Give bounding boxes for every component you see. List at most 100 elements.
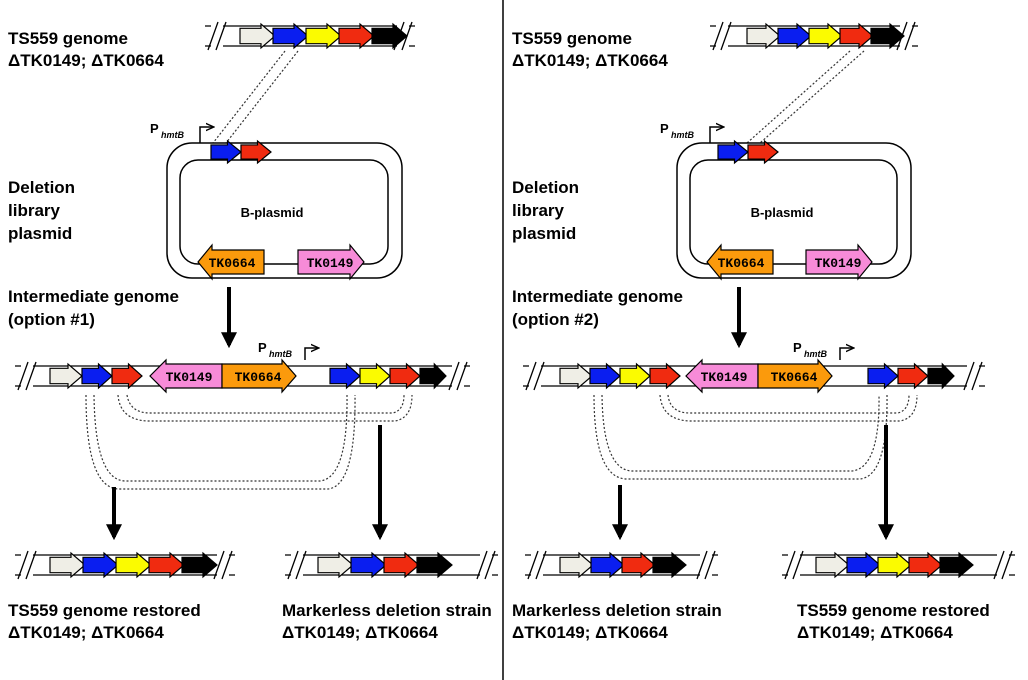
break-gap xyxy=(480,551,492,579)
intermediate-gene-tk0149-label: TK0149 xyxy=(701,370,748,385)
black-gene-arrow xyxy=(181,551,218,579)
right-genome-subtitle: ΔTK0149; ΔTK0664 xyxy=(512,51,668,70)
break-gap xyxy=(531,551,543,579)
crossover-loop-inner xyxy=(659,394,918,422)
break-mark xyxy=(712,21,724,51)
result-b-subtitle: ΔTK0149; ΔTK0664 xyxy=(797,623,953,642)
white-gene-arrow xyxy=(746,22,781,50)
plasmid-inner-ring xyxy=(179,159,389,265)
crossover-loop-outer xyxy=(593,394,888,480)
break-mark xyxy=(696,550,708,580)
white-gene-arrow xyxy=(49,551,86,579)
red-gene-arrow xyxy=(897,362,929,390)
break-gap xyxy=(217,551,229,579)
intermediate-promoter-label: P xyxy=(793,340,802,355)
left-result-b-chromosome xyxy=(285,550,498,580)
red-gene-arrow xyxy=(747,139,779,165)
blue-gene-arrow xyxy=(590,551,625,579)
red-gene-arrow xyxy=(839,22,874,50)
left-genome-subtitle: ΔTK0149; ΔTK0664 xyxy=(8,51,164,70)
black-gene-arrow xyxy=(371,22,408,50)
break-mark xyxy=(295,550,307,580)
deletion-line-1: Deletion xyxy=(8,178,75,197)
break-gap xyxy=(291,551,303,579)
crossover-loop-outer xyxy=(601,394,880,472)
break-mark xyxy=(792,550,804,580)
red-gene-arrow xyxy=(240,139,272,165)
break-gap xyxy=(788,551,800,579)
black-gene-arrow xyxy=(939,551,974,579)
blue-gene-arrow xyxy=(717,139,749,165)
intermediate-gene-tk0664-label: TK0664 xyxy=(235,370,282,385)
break-gap xyxy=(716,22,728,50)
break-gap xyxy=(997,551,1009,579)
promoter-subscript: hmtB xyxy=(671,130,694,140)
plasmid-gene-tk0664-label: TK0664 xyxy=(718,256,765,271)
right-genome-title: TS559 genome xyxy=(512,29,632,48)
break-gap xyxy=(21,362,33,390)
plasmid-gene-tk0664-label: TK0664 xyxy=(209,256,256,271)
yellow-gene-arrow xyxy=(359,362,391,390)
break-mark xyxy=(484,550,496,580)
promoter-subscript: hmtB xyxy=(161,130,184,140)
crossover-loop-outer xyxy=(93,394,348,482)
white-gene-arrow xyxy=(239,22,276,50)
blue-gene-arrow xyxy=(589,362,621,390)
break-gap xyxy=(529,362,541,390)
break-mark xyxy=(525,361,537,391)
result-a-subtitle: ΔTK0149; ΔTK0664 xyxy=(512,623,668,642)
left-result-a-chromosome xyxy=(15,550,235,580)
promoter-label: P xyxy=(150,121,159,136)
break-mark xyxy=(213,550,225,580)
red-gene-arrow xyxy=(148,551,185,579)
crossover-loop-inner xyxy=(667,394,910,414)
left-intermediate-chromosome: TK0149 TK0664 xyxy=(15,358,470,394)
intermediate-title: Intermediate genome xyxy=(8,287,179,306)
blue-gene-arrow xyxy=(210,139,242,165)
result-b-subtitle: ΔTK0149; ΔTK0664 xyxy=(282,623,438,642)
crossover-loop-outer xyxy=(85,394,356,490)
intermediate-gene-tk0149-label: TK0149 xyxy=(166,370,213,385)
break-mark xyxy=(535,550,547,580)
deletion-line-3: plasmid xyxy=(512,224,576,243)
left-genome-title: TS559 genome xyxy=(8,29,128,48)
intermediate-promoter-label: P xyxy=(258,340,267,355)
plasmid-inner-ring xyxy=(689,159,898,265)
red-gene-arrow xyxy=(383,551,420,579)
break-mark xyxy=(533,361,545,391)
blue-gene-arrow xyxy=(272,22,309,50)
white-gene-arrow xyxy=(49,362,83,390)
red-gene-arrow xyxy=(111,362,143,390)
break-mark xyxy=(25,550,37,580)
break-mark xyxy=(476,550,488,580)
break-mark xyxy=(287,550,299,580)
crossover-dotted-line xyxy=(225,50,299,144)
blue-gene-arrow xyxy=(350,551,387,579)
break-gap xyxy=(452,362,464,390)
right-result-b-chromosome xyxy=(782,550,1015,580)
yellow-gene-arrow xyxy=(877,551,912,579)
result-a-title: Markerless deletion strain xyxy=(512,601,722,620)
blue-gene-arrow xyxy=(777,22,812,50)
break-gap xyxy=(211,22,223,50)
red-gene-arrow xyxy=(908,551,943,579)
break-gap xyxy=(700,551,712,579)
crossover-loop-inner xyxy=(117,394,413,422)
plasmid-homology-genes xyxy=(210,139,272,165)
crossover-dotted-line xyxy=(746,50,851,144)
blue-gene-arrow xyxy=(82,551,119,579)
white-gene-arrow xyxy=(317,551,354,579)
plasmid-gene-tk0664 xyxy=(706,243,774,281)
break-mark xyxy=(784,550,796,580)
white-gene-arrow xyxy=(815,551,850,579)
black-gene-arrow xyxy=(419,362,447,390)
intermediate-promoter-subscript: hmtB xyxy=(804,349,827,359)
break-mark xyxy=(25,361,37,391)
crossover-loop-inner xyxy=(126,394,405,414)
break-mark xyxy=(448,361,460,391)
black-gene-arrow xyxy=(416,551,453,579)
result-a-title: TS559 genome restored xyxy=(8,601,201,620)
